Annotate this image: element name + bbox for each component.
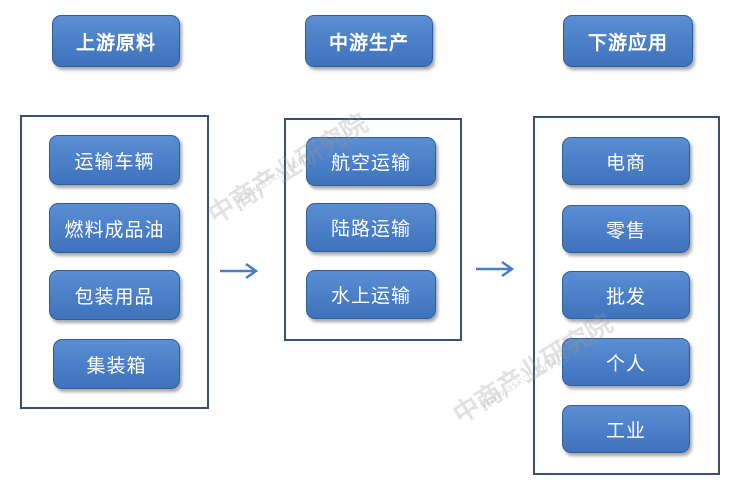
upstream-item: 运输车辆 bbox=[49, 135, 180, 185]
arrow-right-icon bbox=[476, 260, 515, 278]
downstream-item: 零售 bbox=[562, 205, 690, 253]
upstream-item: 集装箱 bbox=[53, 339, 180, 389]
header-midstream: 中游生产 bbox=[305, 15, 433, 67]
midstream-item: 水上运输 bbox=[306, 270, 436, 319]
upstream-frame bbox=[20, 115, 209, 409]
midstream-item: 航空运输 bbox=[306, 137, 436, 186]
downstream-item: 批发 bbox=[562, 271, 690, 319]
midstream-item: 陆路运输 bbox=[306, 203, 436, 252]
midstream-frame bbox=[284, 118, 462, 341]
header-downstream: 下游应用 bbox=[563, 15, 693, 67]
arrow-right-icon bbox=[220, 262, 259, 280]
downstream-item: 工业 bbox=[562, 405, 690, 453]
upstream-item: 包装用品 bbox=[49, 270, 180, 320]
header-upstream: 上游原料 bbox=[52, 15, 180, 67]
downstream-frame bbox=[533, 116, 720, 475]
upstream-item: 燃料成品油 bbox=[49, 203, 180, 253]
downstream-item: 电商 bbox=[562, 137, 690, 185]
downstream-item: 个人 bbox=[562, 338, 690, 386]
